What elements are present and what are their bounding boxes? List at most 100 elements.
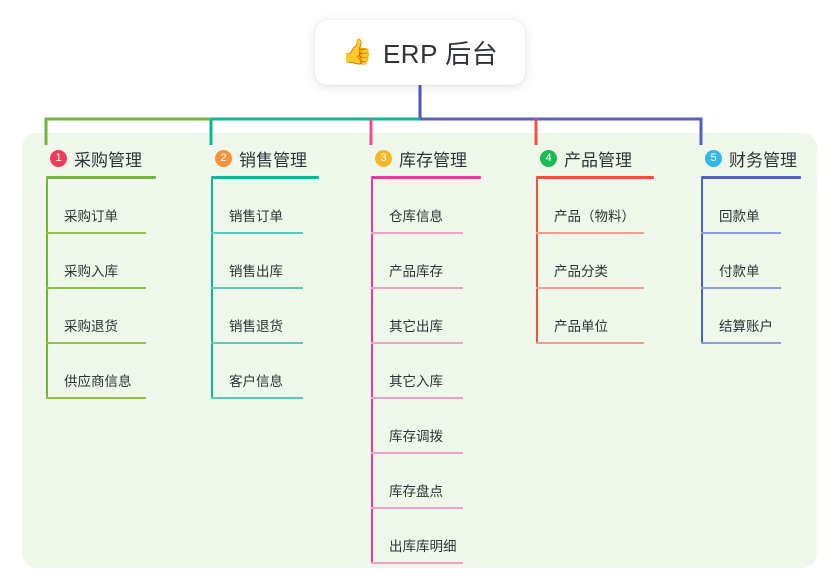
content-panel	[22, 133, 817, 568]
leaf-underline	[211, 232, 303, 234]
leaf-underline	[46, 342, 146, 344]
leaf-item[interactable]: 回款单	[691, 179, 831, 234]
leaf-item[interactable]: 产品库存	[361, 234, 511, 289]
leaf-underline	[371, 507, 463, 509]
leaf-label: 其它入库	[389, 374, 443, 389]
branch-column-1: 1 采购管理采购订单采购入库采购退货供应商信息	[36, 145, 186, 399]
branch-underline	[536, 176, 654, 179]
leaf-underline	[371, 232, 463, 234]
branch-number-badge: 3	[375, 149, 392, 167]
branch-header-4[interactable]: 4 产品管理	[526, 145, 676, 171]
leaf-underline	[371, 452, 463, 454]
leaf-item[interactable]: 供应商信息	[36, 344, 186, 399]
branch-spine	[371, 179, 373, 564]
leaf-item[interactable]: 采购订单	[36, 179, 186, 234]
leaf-label: 库存调拨	[389, 429, 443, 444]
leaf-item[interactable]: 产品（物料）	[526, 179, 676, 234]
branch-title: 采购管理	[74, 150, 142, 170]
branch-underline	[701, 176, 801, 179]
leaf-item[interactable]: 其它入库	[361, 344, 511, 399]
leaf-label: 采购订单	[64, 209, 118, 224]
branch-title: 财务管理	[729, 150, 797, 170]
leaf-item[interactable]: 出库库明细	[361, 509, 511, 564]
leaf-label: 产品单位	[554, 319, 608, 334]
leaf-label: 销售出库	[229, 264, 283, 279]
leaf-label: 采购入库	[64, 264, 118, 279]
leaf-item[interactable]: 销售退货	[201, 289, 349, 344]
leaf-item[interactable]: 采购入库	[36, 234, 186, 289]
branch-header-2[interactable]: 2 销售管理	[201, 145, 349, 171]
branch-header-1[interactable]: 1 采购管理	[36, 145, 186, 171]
leaf-item[interactable]: 其它出库	[361, 289, 511, 344]
leaf-label: 其它出库	[389, 319, 443, 334]
leaf-list: 回款单付款单结算账户	[691, 179, 831, 344]
leaf-item[interactable]: 结算账户	[691, 289, 831, 344]
leaf-underline	[46, 232, 146, 234]
thumbs-up-icon: 👍	[341, 38, 373, 66]
leaf-label: 付款单	[719, 264, 760, 279]
leaf-item[interactable]: 销售订单	[201, 179, 349, 234]
leaf-underline	[211, 342, 303, 344]
leaf-label: 库存盘点	[389, 484, 443, 499]
leaf-label: 客户信息	[229, 374, 283, 389]
leaf-label: 回款单	[719, 209, 760, 224]
leaf-item[interactable]: 库存盘点	[361, 454, 511, 509]
leaf-label: 销售退货	[229, 319, 283, 334]
leaf-list: 仓库信息产品库存其它出库其它入库库存调拨库存盘点出库库明细	[361, 179, 511, 564]
leaf-label: 结算账户	[719, 319, 773, 334]
leaf-item[interactable]: 客户信息	[201, 344, 349, 399]
branch-title: 库存管理	[399, 150, 467, 170]
leaf-underline	[701, 342, 781, 344]
leaf-item[interactable]: 产品分类	[526, 234, 676, 289]
leaf-item[interactable]: 付款单	[691, 234, 831, 289]
leaf-underline	[371, 562, 463, 564]
branch-spine	[536, 179, 538, 344]
branch-underline	[46, 176, 156, 179]
leaf-label: 产品库存	[389, 264, 443, 279]
leaf-label: 销售订单	[229, 209, 283, 224]
branch-spine	[46, 179, 48, 399]
leaf-underline	[371, 397, 463, 399]
leaf-underline	[211, 397, 303, 399]
branch-number-badge: 5	[705, 149, 722, 167]
branch-title: 产品管理	[564, 150, 632, 170]
branch-column-4: 4 产品管理产品（物料） 产品分类产品单位	[526, 145, 676, 344]
branch-number-badge: 1	[50, 149, 67, 167]
leaf-underline	[536, 287, 644, 289]
leaf-label: 供应商信息	[64, 374, 132, 389]
branch-underline	[211, 176, 319, 179]
leaf-label: 采购退货	[64, 319, 118, 334]
leaf-list: 采购订单采购入库采购退货供应商信息	[36, 179, 186, 399]
leaf-item[interactable]: 销售出库	[201, 234, 349, 289]
leaf-item[interactable]: 产品单位	[526, 289, 676, 344]
leaf-underline	[536, 342, 644, 344]
leaf-item[interactable]: 库存调拨	[361, 399, 511, 454]
leaf-item[interactable]: 仓库信息	[361, 179, 511, 234]
leaf-label: 仓库信息	[389, 209, 443, 224]
branch-column-3: 3 库存管理仓库信息产品库存其它出库其它入库库存调拨库存盘点出库库明细	[361, 145, 511, 564]
leaf-underline	[536, 232, 644, 234]
leaf-list: 销售订单销售出库销售退货客户信息	[201, 179, 349, 399]
leaf-underline	[46, 397, 146, 399]
branch-header-5[interactable]: 5 财务管理	[691, 145, 831, 171]
leaf-list: 产品（物料） 产品分类产品单位	[526, 179, 676, 344]
branch-spine	[701, 179, 703, 344]
leaf-underline	[46, 287, 146, 289]
leaf-underline	[371, 287, 463, 289]
leaf-label: 产品（物料）	[554, 209, 635, 224]
root-node[interactable]: 👍 ERP 后台	[315, 20, 525, 85]
leaf-underline	[371, 342, 463, 344]
leaf-item[interactable]: 采购退货	[36, 289, 186, 344]
branch-number-badge: 2	[215, 149, 232, 167]
leaf-label: 出库库明细	[389, 539, 457, 554]
branch-title: 销售管理	[239, 150, 307, 170]
branch-underline	[371, 176, 481, 179]
leaf-underline	[211, 287, 303, 289]
branch-column-2: 2 销售管理销售订单销售出库销售退货客户信息	[201, 145, 349, 399]
branch-number-badge: 4	[540, 149, 557, 167]
root-title: ERP 后台	[382, 39, 499, 69]
branch-column-5: 5 财务管理回款单付款单结算账户	[691, 145, 831, 344]
leaf-underline	[701, 287, 781, 289]
branch-header-3[interactable]: 3 库存管理	[361, 145, 511, 171]
leaf-underline	[701, 232, 781, 234]
